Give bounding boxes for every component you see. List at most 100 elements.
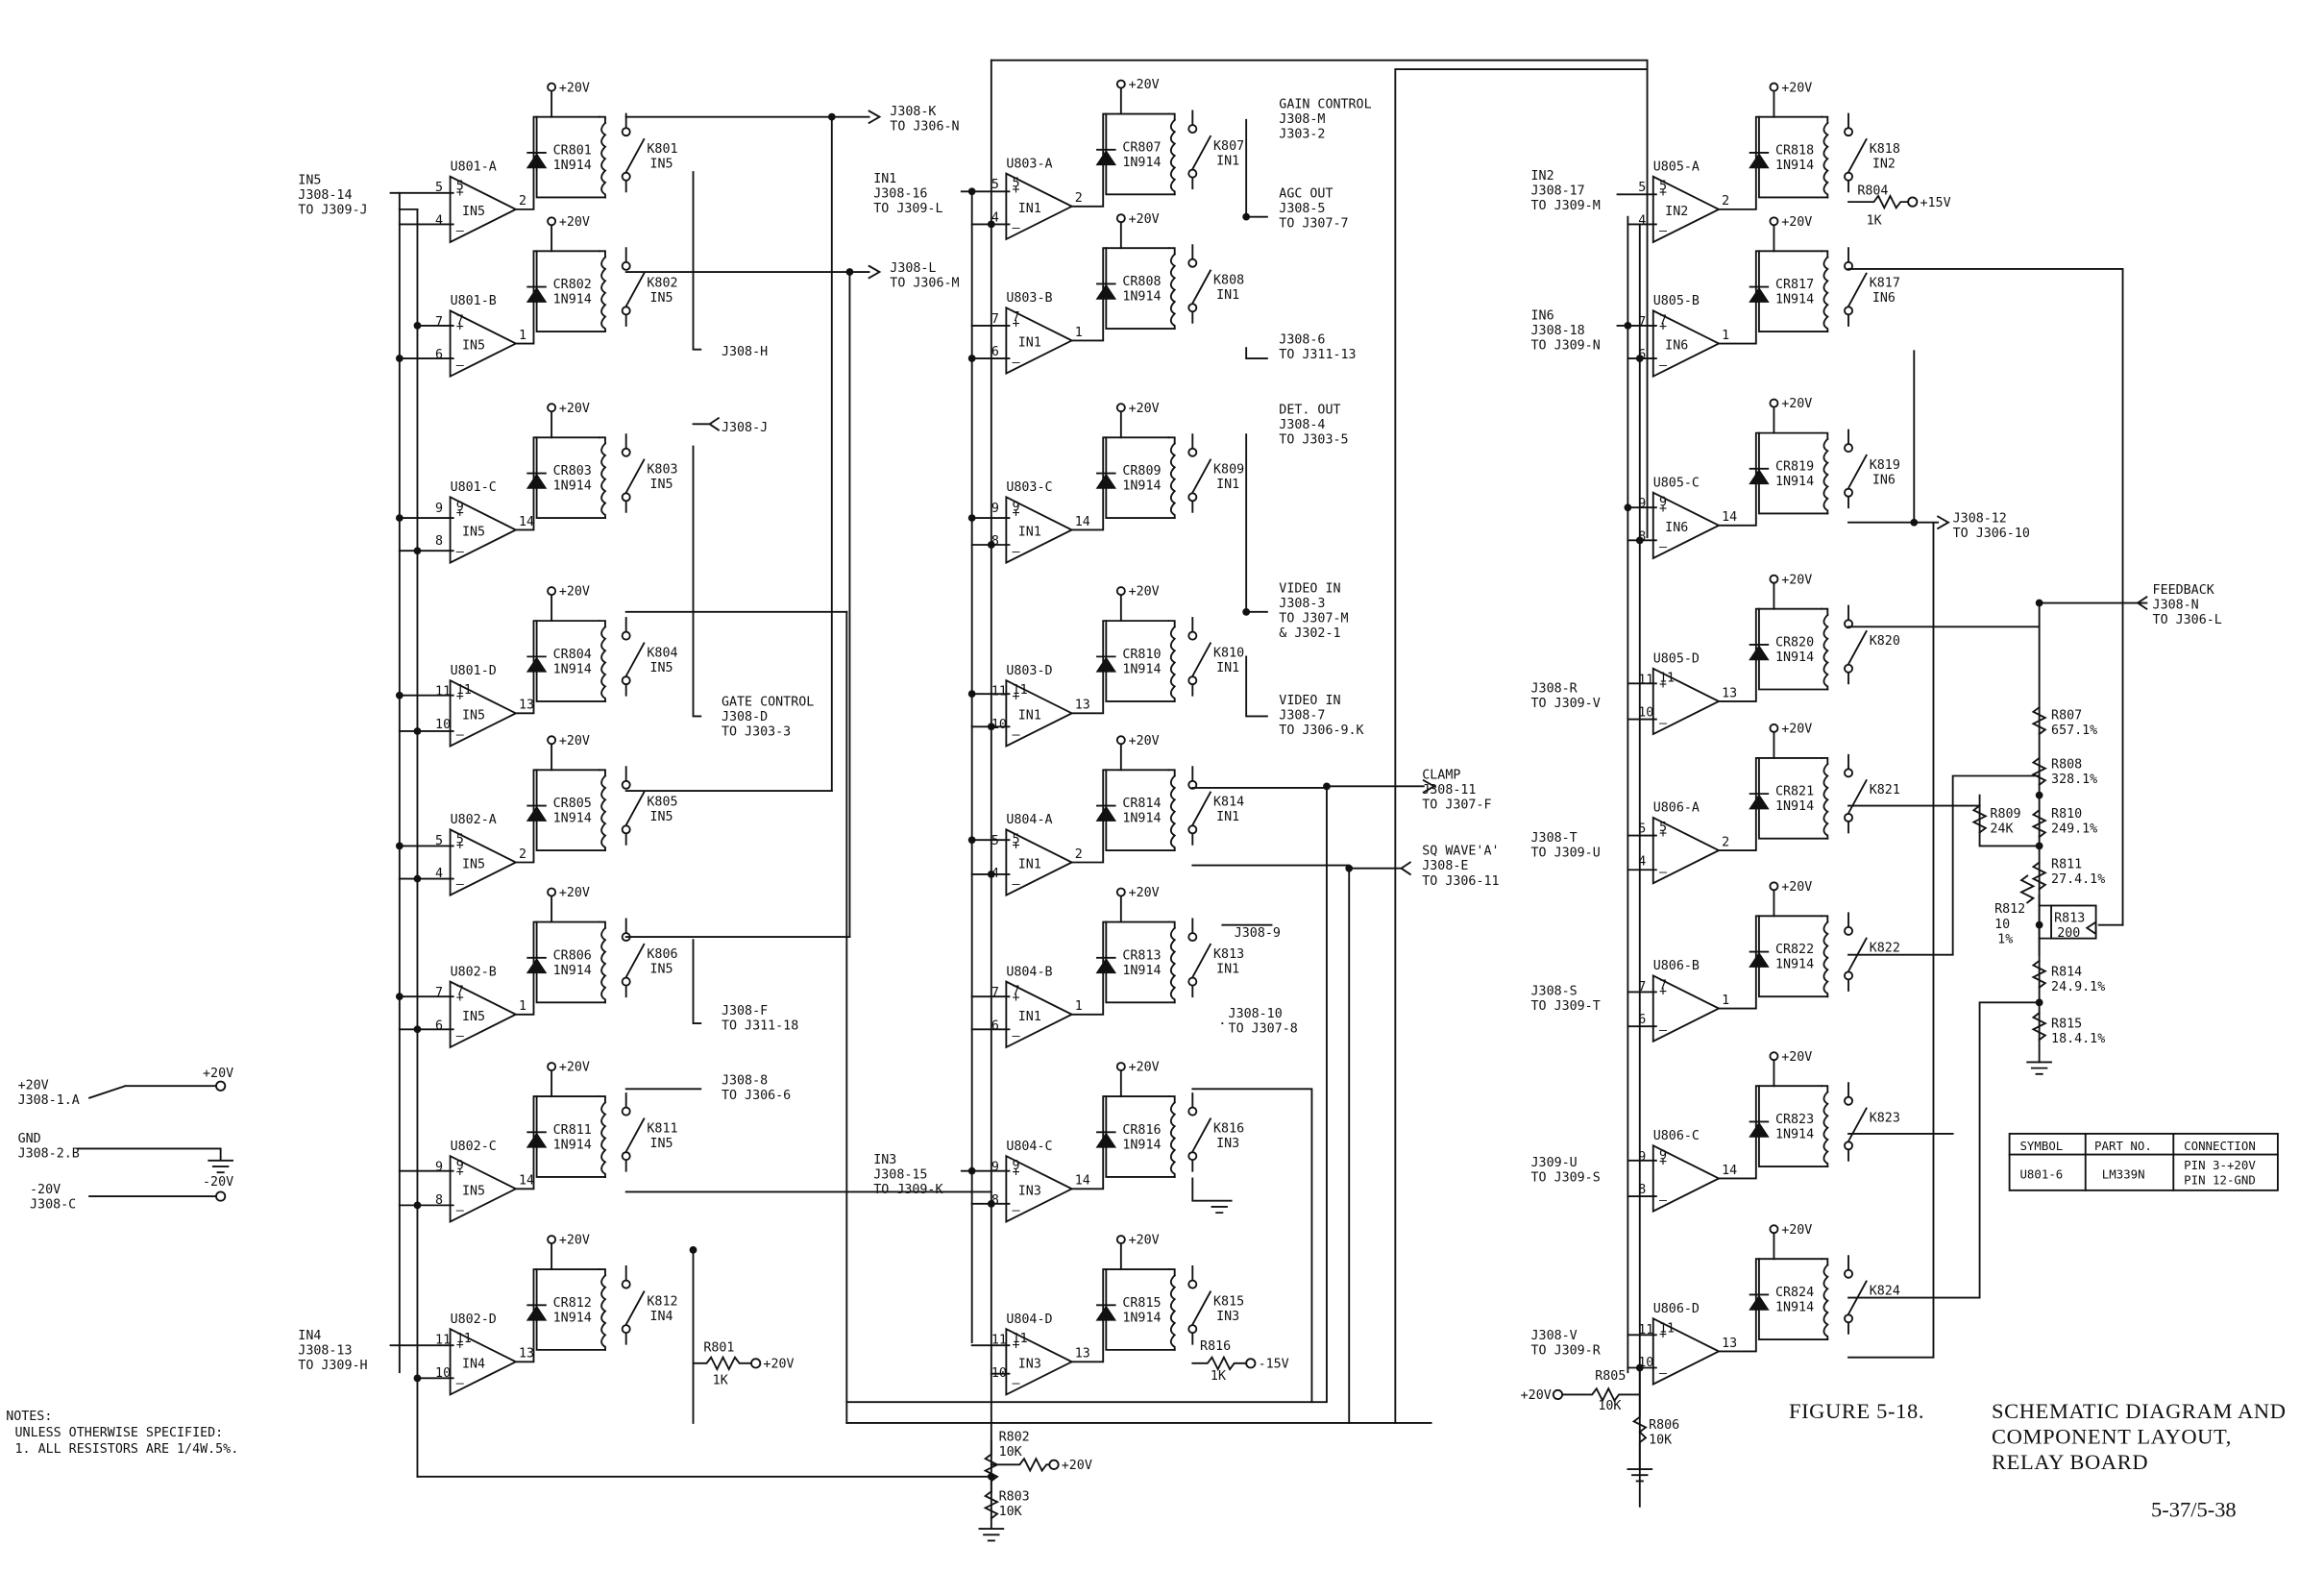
comparator-relay-stages: 5+–54IN5U801-A2+20VCR8011N914K801IN57+–7… xyxy=(435,78,1900,1396)
pin-out: 1 xyxy=(1075,326,1083,340)
rail-label: +20V xyxy=(1129,402,1160,416)
signal-label: IN3 xyxy=(1018,1358,1041,1372)
pin-out: 13 xyxy=(1075,1347,1090,1362)
pin-out: 2 xyxy=(1722,194,1729,209)
rail-label: +20V xyxy=(1781,1223,1812,1238)
terminal-icon xyxy=(1115,586,1126,597)
diode-ref: CR814 xyxy=(1122,797,1161,811)
plus-sign: 7 xyxy=(456,313,464,328)
diode-icon xyxy=(1749,153,1770,169)
pin-plus: 9 xyxy=(991,1161,999,1175)
ref-designator: U803-C xyxy=(1006,480,1052,495)
ladder-ref-5: R814 xyxy=(2051,965,2082,979)
r812-tolerance: 1% xyxy=(1997,932,2013,946)
plus-sign: 5 xyxy=(456,832,464,847)
pin-minus: 10 xyxy=(435,718,451,732)
r809-value: 24K xyxy=(1990,822,2013,836)
rail-label: +20V xyxy=(1129,734,1160,748)
terminal-icon xyxy=(1769,881,1779,892)
rail-label: +20V xyxy=(1781,880,1812,895)
diode-ref: CR806 xyxy=(553,948,592,963)
terminal-icon xyxy=(547,82,557,92)
table-header-part: PART NO. xyxy=(2094,1139,2152,1153)
comparator-icon xyxy=(1005,495,1074,565)
contact-icon xyxy=(1844,812,1853,822)
terminal-icon xyxy=(1769,216,1779,227)
contact-icon xyxy=(621,1151,631,1162)
signal-label: IN6 xyxy=(1665,339,1688,354)
terminal-icon xyxy=(1769,1051,1779,1062)
comparator-icon xyxy=(1005,1327,1074,1396)
plus-sign: + xyxy=(1659,185,1667,200)
relay-signal: IN2 xyxy=(1872,157,1896,171)
out-clamp-name: CLAMP xyxy=(1422,769,1460,783)
signal-label: IN1 xyxy=(1018,858,1041,872)
plus-sign: 5 xyxy=(1659,180,1667,194)
r813-ref: R813 xyxy=(2054,912,2085,926)
contact-icon xyxy=(621,1106,631,1116)
input-t-pin: J308-T xyxy=(1531,831,1578,846)
signal-label: IN5 xyxy=(462,526,485,540)
contact-icon xyxy=(1844,306,1853,316)
out-sqw-route: TO J306-11 xyxy=(1422,874,1499,889)
input-v-pin: J308-V xyxy=(1531,1329,1578,1343)
pin-out: 13 xyxy=(1722,1337,1737,1351)
relay-coil-icon xyxy=(600,774,607,852)
pin-plus: 7 xyxy=(991,312,999,327)
out-gain-pin: J308-M xyxy=(1279,112,1325,127)
relay-coil-icon xyxy=(600,121,607,199)
contact-icon xyxy=(621,127,631,137)
signal-label: IN1 xyxy=(1018,202,1041,216)
pin-minus: 6 xyxy=(435,1018,443,1033)
pin-out: 14 xyxy=(519,515,534,529)
diode-type: 1N914 xyxy=(1122,812,1161,826)
notes-line-1: UNLESS OTHERWISE SPECIFIED: xyxy=(15,1426,224,1440)
diode-type: 1N914 xyxy=(553,812,592,826)
relay-ref: K814 xyxy=(1213,796,1244,810)
r803-value: 10K xyxy=(999,1505,1022,1519)
diode-type: 1N914 xyxy=(1122,479,1161,494)
diode-icon xyxy=(526,473,548,489)
diode-ref: CR805 xyxy=(553,797,592,811)
plus-sign: + xyxy=(1659,985,1667,999)
pin-out: 2 xyxy=(1075,847,1083,862)
contact-icon xyxy=(621,306,631,316)
relay-ref: K807 xyxy=(1213,139,1244,154)
rail-label: +20V xyxy=(559,81,590,95)
diode-icon xyxy=(1749,645,1770,661)
input-in3-name: IN3 xyxy=(873,1153,896,1167)
plus-sign: + xyxy=(456,689,464,703)
plus-sign: + xyxy=(456,1165,464,1179)
diode-ref: CR818 xyxy=(1775,143,1814,158)
relay-ref: K806 xyxy=(647,947,677,962)
terminal-icon xyxy=(1769,398,1779,408)
out-j30812-pin: J308-12 xyxy=(1953,512,2007,527)
diode-icon xyxy=(1095,473,1117,489)
out-gain-route: J303-2 xyxy=(1279,127,1325,141)
minus-sign: – xyxy=(1013,545,1021,559)
relay-coil-icon xyxy=(1169,926,1177,1004)
contact-icon xyxy=(621,779,631,790)
out-j308h-pin: J308-H xyxy=(722,345,768,359)
comparator-icon xyxy=(449,1154,518,1223)
contact-icon xyxy=(621,976,631,987)
comparator-icon xyxy=(1005,172,1074,241)
pin-out: 13 xyxy=(1075,699,1090,713)
diode-type: 1N914 xyxy=(553,159,592,173)
relay-signal: IN1 xyxy=(1216,288,1239,303)
plus-sign: 9 xyxy=(456,1159,464,1173)
rail-label: +20V xyxy=(1129,78,1160,92)
contact-icon xyxy=(1187,630,1198,641)
out-j3089-pin: J308-9 xyxy=(1235,926,1281,941)
contact-icon xyxy=(621,824,631,835)
plus-sign: + xyxy=(456,320,464,334)
minus-sign: – xyxy=(1659,716,1668,730)
contact-icon xyxy=(1844,1268,1853,1279)
notes-block: NOTES: UNLESS OTHERWISE SPECIFIED: 1. AL… xyxy=(6,1410,238,1457)
contact-icon xyxy=(1844,1095,1853,1106)
diode-icon xyxy=(526,656,548,673)
input-in2-name: IN2 xyxy=(1531,169,1554,184)
